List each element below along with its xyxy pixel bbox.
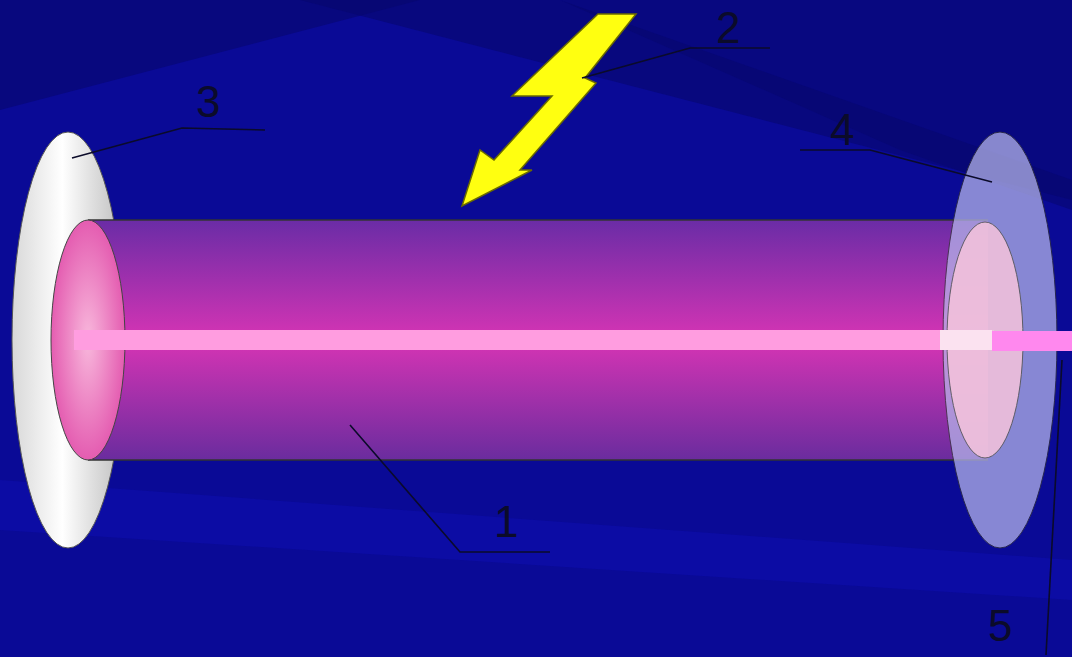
leader-line [350, 425, 550, 552]
callout-number: 5 [988, 604, 1012, 648]
pump-energy-bolt [462, 14, 636, 206]
callout-number: 4 [830, 108, 854, 152]
leader-line [1046, 360, 1062, 655]
callout-number: 3 [196, 80, 220, 124]
output-beam [992, 331, 1072, 351]
leader-line [582, 48, 770, 78]
leader-line [800, 150, 992, 182]
leader-line [72, 128, 265, 158]
tube-edge [88, 219, 988, 221]
laser-beam [940, 330, 992, 350]
callout-number: 1 [494, 500, 518, 544]
background-stripe [300, 0, 1072, 200]
laser-beam [74, 330, 994, 350]
callout-number: 2 [716, 6, 740, 50]
tube-edge [88, 459, 988, 461]
background-stripe [0, 480, 1072, 600]
